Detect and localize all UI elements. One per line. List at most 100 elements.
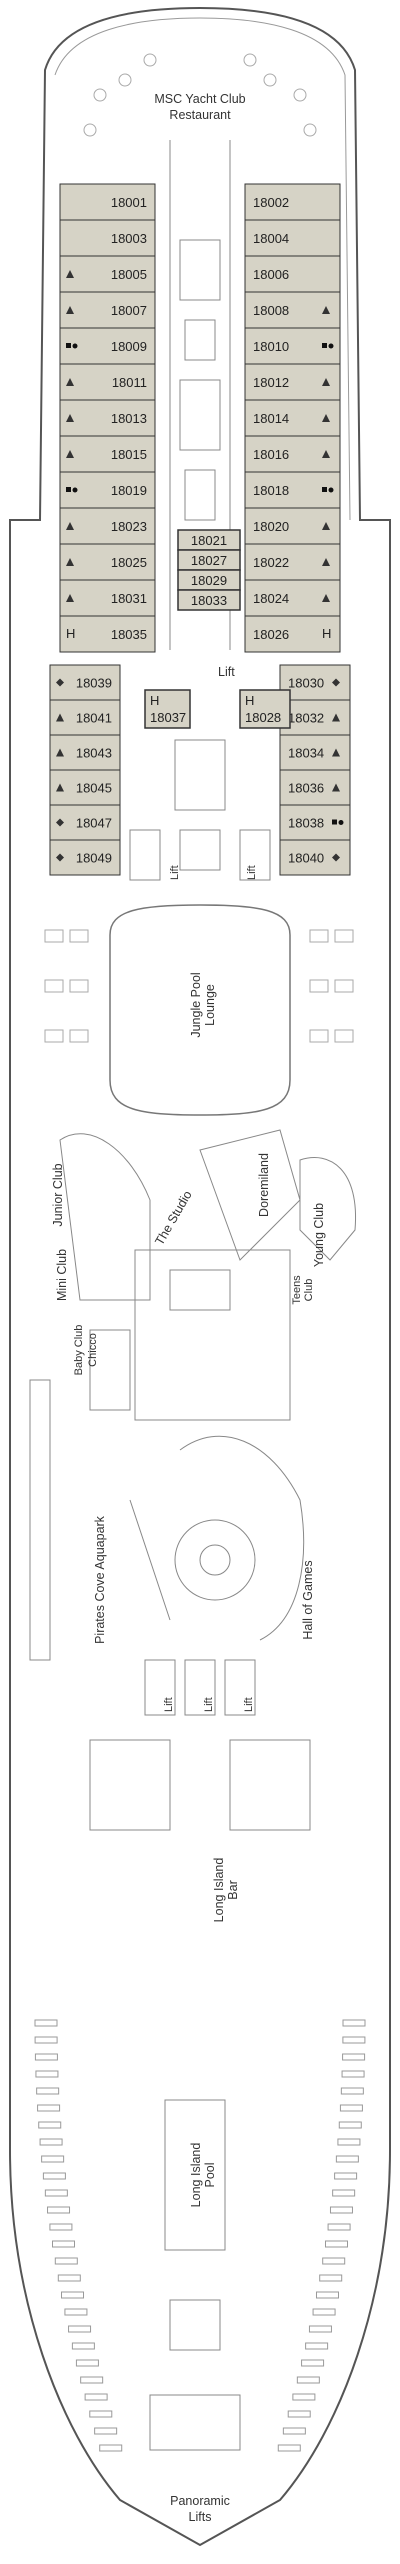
cabin-18038[interactable]: 18038: [279, 804, 351, 841]
cabin-18014[interactable]: 18014: [244, 399, 341, 437]
cabin-number: 18032: [288, 711, 324, 726]
deck-chair: [54, 2257, 78, 2265]
cabin-18045[interactable]: 18045: [49, 769, 121, 806]
cabin-18037[interactable]: H 18037: [144, 689, 191, 729]
triangle-cabin-icon: [56, 783, 64, 792]
cabin-18033[interactable]: 18033: [177, 589, 241, 611]
cabin-18001[interactable]: 18001: [59, 183, 156, 221]
cabin-18005[interactable]: 18005: [59, 255, 156, 293]
deck-chair: [339, 2104, 363, 2112]
cabin-18019[interactable]: 18019: [59, 471, 156, 509]
young-club-label[interactable]: Young Club: [312, 1203, 326, 1267]
cabin-18041[interactable]: 18041: [49, 699, 121, 736]
deck-chair: [34, 2053, 58, 2061]
deck-chair: [39, 2138, 63, 2146]
triangle-cabin-icon: [66, 522, 74, 530]
cabin-18006[interactable]: 18006: [244, 255, 341, 293]
cabin-box: [279, 699, 351, 736]
jungle-pool-lounge[interactable]: Jungle Pool Lounge: [109, 904, 291, 1116]
cabin-18039[interactable]: 18039: [49, 664, 121, 701]
cabin-18030[interactable]: 18030: [279, 664, 351, 701]
cabin-number: 18014: [253, 411, 289, 426]
yacht-club-restaurant[interactable]: MSC Yacht Club Restaurant: [83, 53, 317, 137]
teens-club-label-2[interactable]: Club: [303, 1279, 315, 1302]
cabin-number: 18020: [253, 519, 289, 534]
the-studio-label[interactable]: The Studio: [152, 1188, 194, 1247]
lift-label-left: Lift: [169, 865, 181, 880]
cabin-box: [49, 699, 121, 736]
triangle-cabin-icon: [322, 414, 330, 422]
cabin-18002[interactable]: 18002: [244, 183, 341, 221]
cabin-18022[interactable]: 18022: [244, 543, 341, 581]
deck-chair: [35, 2070, 59, 2078]
cabin-18009[interactable]: 18009: [59, 327, 156, 365]
cabin-18007[interactable]: 18007: [59, 291, 156, 329]
baby-club-label-1[interactable]: Baby Club: [73, 1325, 85, 1376]
cabin-18003[interactable]: 18003: [59, 219, 156, 257]
cabin-18015[interactable]: 18015: [59, 435, 156, 473]
cabin-18023[interactable]: 18023: [59, 507, 156, 545]
cabin-18010[interactable]: 18010: [244, 327, 341, 365]
mini-club-label[interactable]: Mini Club: [55, 1249, 69, 1301]
cabin-18032[interactable]: 18032: [279, 699, 351, 736]
cabin-18021[interactable]: 18021: [177, 529, 241, 551]
connecting-cabin-icon: [66, 343, 71, 348]
cabin-18018[interactable]: 18018: [244, 471, 341, 509]
cabin-18011[interactable]: 18011: [59, 363, 156, 401]
deck-chair: [52, 2240, 75, 2248]
deck-chair: [37, 2104, 61, 2112]
cabin-18020[interactable]: 18020: [244, 507, 341, 545]
panoramic-lifts-label-2[interactable]: Lifts: [189, 2510, 212, 2524]
cabin-18034[interactable]: 18034: [279, 734, 351, 771]
long-island-bar-label-1[interactable]: Long Island: [212, 1858, 226, 1923]
triangle-cabin-icon: [56, 713, 64, 722]
cabin-18008[interactable]: 18008: [244, 291, 341, 329]
cabin-18049[interactable]: 18049: [49, 839, 121, 876]
cabin-18043[interactable]: 18043: [49, 734, 121, 771]
cabin-box: [279, 769, 351, 806]
kids-area: [59, 1129, 357, 1421]
long-island-pool[interactable]: [149, 2099, 241, 2451]
cabin-box: [49, 769, 121, 806]
lift-bank-forward[interactable]: [129, 739, 271, 881]
cabin-18004[interactable]: 18004: [244, 219, 341, 257]
deck-chair: [68, 2325, 92, 2333]
cabin-number: 18024: [253, 591, 289, 606]
cabin-18029[interactable]: 18029: [177, 569, 241, 591]
deck-chair: [334, 2172, 358, 2180]
hall-of-games-label[interactable]: Hall of Games: [301, 1560, 315, 1639]
cabin-18036[interactable]: 18036: [279, 769, 351, 806]
cabin-18028[interactable]: H 18028: [239, 689, 291, 729]
svg-text:H: H: [150, 693, 159, 708]
junior-club-label[interactable]: Junior Club: [51, 1163, 65, 1226]
pirates-cove-aquapark[interactable]: [29, 1379, 305, 1661]
accessible-cabin-icon: H: [322, 626, 331, 641]
cabin-18012[interactable]: 18012: [244, 363, 341, 401]
cabin-number: 18018: [253, 483, 289, 498]
deck-chair: [80, 2376, 104, 2384]
cabin-18040[interactable]: 18040: [279, 839, 351, 876]
cabin-18024[interactable]: 18024: [244, 579, 341, 617]
cabin-18016[interactable]: 18016: [244, 435, 341, 473]
baby-club-label-2[interactable]: Chicco: [87, 1333, 99, 1367]
cabin-number: 18030: [288, 676, 324, 691]
deck-chair: [34, 2036, 58, 2044]
triangle-cabin-icon: [332, 783, 340, 792]
doremiland-label[interactable]: Doremiland: [257, 1153, 271, 1217]
cabin-box: [244, 183, 341, 221]
deck-chair: [282, 2427, 306, 2435]
cabin-18031[interactable]: 18031: [59, 579, 156, 617]
cabin-18025[interactable]: 18025: [59, 543, 156, 581]
deck-chairs: [34, 2019, 366, 2452]
cabin-18013[interactable]: 18013: [59, 399, 156, 437]
cabin-18047[interactable]: 18047: [49, 804, 121, 841]
teens-club-label-1[interactable]: Teens: [291, 1275, 303, 1305]
cabin-box: [279, 734, 351, 771]
long-island-bar-label-2[interactable]: Bar: [226, 1880, 240, 1899]
triangle-cabin-icon: [56, 748, 64, 757]
cabin-18027[interactable]: 18027: [177, 549, 241, 571]
lift-bank-aft[interactable]: [89, 1659, 311, 1831]
panoramic-lifts-label-1[interactable]: Panoramic: [170, 2494, 230, 2508]
